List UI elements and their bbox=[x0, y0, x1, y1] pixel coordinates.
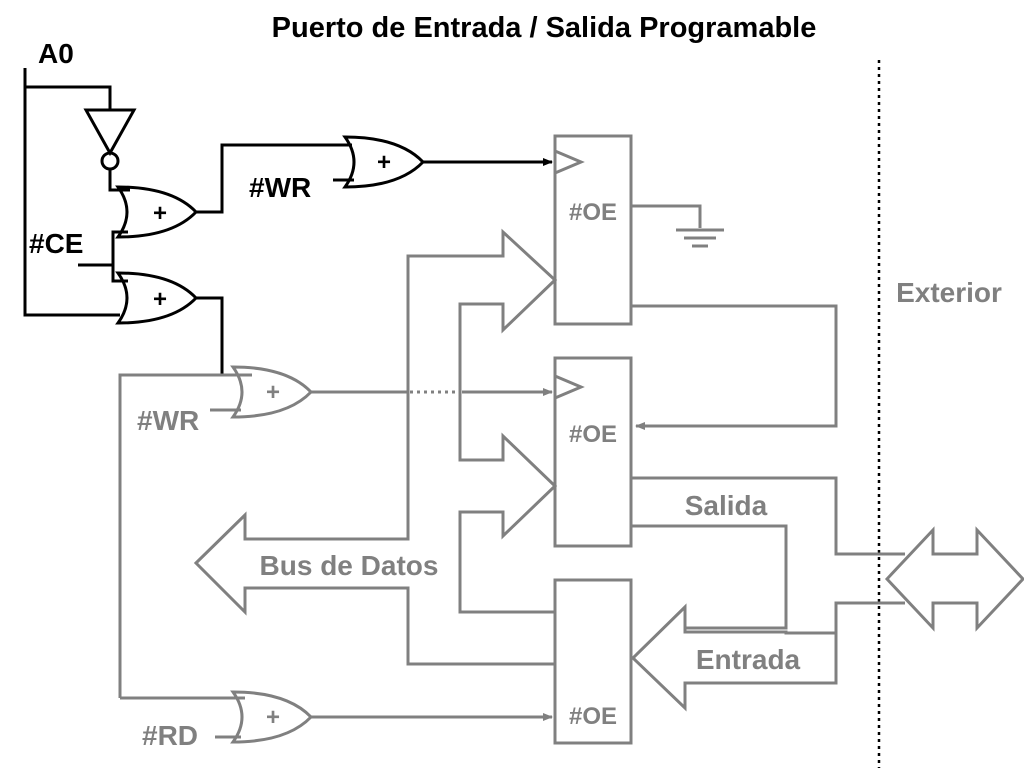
or-gate-4 bbox=[230, 365, 314, 419]
salida-label: Salida bbox=[685, 490, 768, 521]
or2-out-wire bbox=[196, 296, 224, 375]
port-logic bbox=[118, 134, 1024, 745]
or-gate-2 bbox=[115, 271, 199, 325]
data-bus-arrow bbox=[193, 228, 558, 666]
address-decode-logic bbox=[23, 68, 553, 375]
inverter-gate bbox=[83, 108, 137, 157]
or1-symbol: + bbox=[153, 200, 167, 227]
a0-wire bbox=[23, 68, 120, 317]
or-gate-5 bbox=[230, 690, 314, 744]
register-mid-clock bbox=[554, 374, 585, 400]
oe-mid-label: #OE bbox=[569, 421, 617, 448]
salida-wire bbox=[631, 476, 905, 556]
wr-top-label: #WR bbox=[249, 172, 311, 203]
external-bidirectional-arrow bbox=[884, 526, 1024, 632]
a0-label: A0 bbox=[38, 38, 74, 69]
or4-symbol: + bbox=[266, 379, 280, 406]
bus-datos-label: Bus de Datos bbox=[260, 550, 439, 581]
exterior-label: Exterior bbox=[896, 277, 1002, 308]
inverter-out-wire bbox=[108, 169, 130, 192]
oe-bottom-label: #OE bbox=[569, 703, 617, 730]
ctrl-bus-left-wire bbox=[118, 373, 252, 698]
reg-top-output-wire bbox=[631, 304, 838, 430]
or-gate-1 bbox=[115, 185, 199, 239]
or2-symbol: + bbox=[153, 286, 167, 313]
or-gate-3 bbox=[342, 135, 426, 189]
oe-top-label: #OE bbox=[569, 199, 617, 226]
entrada-label: Entrada bbox=[696, 644, 801, 675]
salida-loop-wire bbox=[631, 524, 788, 630]
rd-label: #RD bbox=[142, 720, 198, 751]
ce-label: #CE bbox=[29, 228, 83, 259]
register-top bbox=[553, 134, 633, 326]
a0-branch-wire bbox=[25, 85, 112, 110]
ground-wire bbox=[631, 204, 702, 228]
or3-symbol: + bbox=[377, 149, 391, 176]
diagram-title: Puerto de Entrada / Salida Programable bbox=[272, 12, 817, 44]
or5-symbol: + bbox=[266, 704, 280, 731]
wr-mid-label: #WR bbox=[137, 405, 199, 436]
register-top-clock bbox=[554, 149, 585, 175]
or1-out-wire bbox=[196, 143, 352, 214]
entrada-arrow bbox=[630, 601, 905, 712]
register-mid bbox=[553, 356, 633, 548]
